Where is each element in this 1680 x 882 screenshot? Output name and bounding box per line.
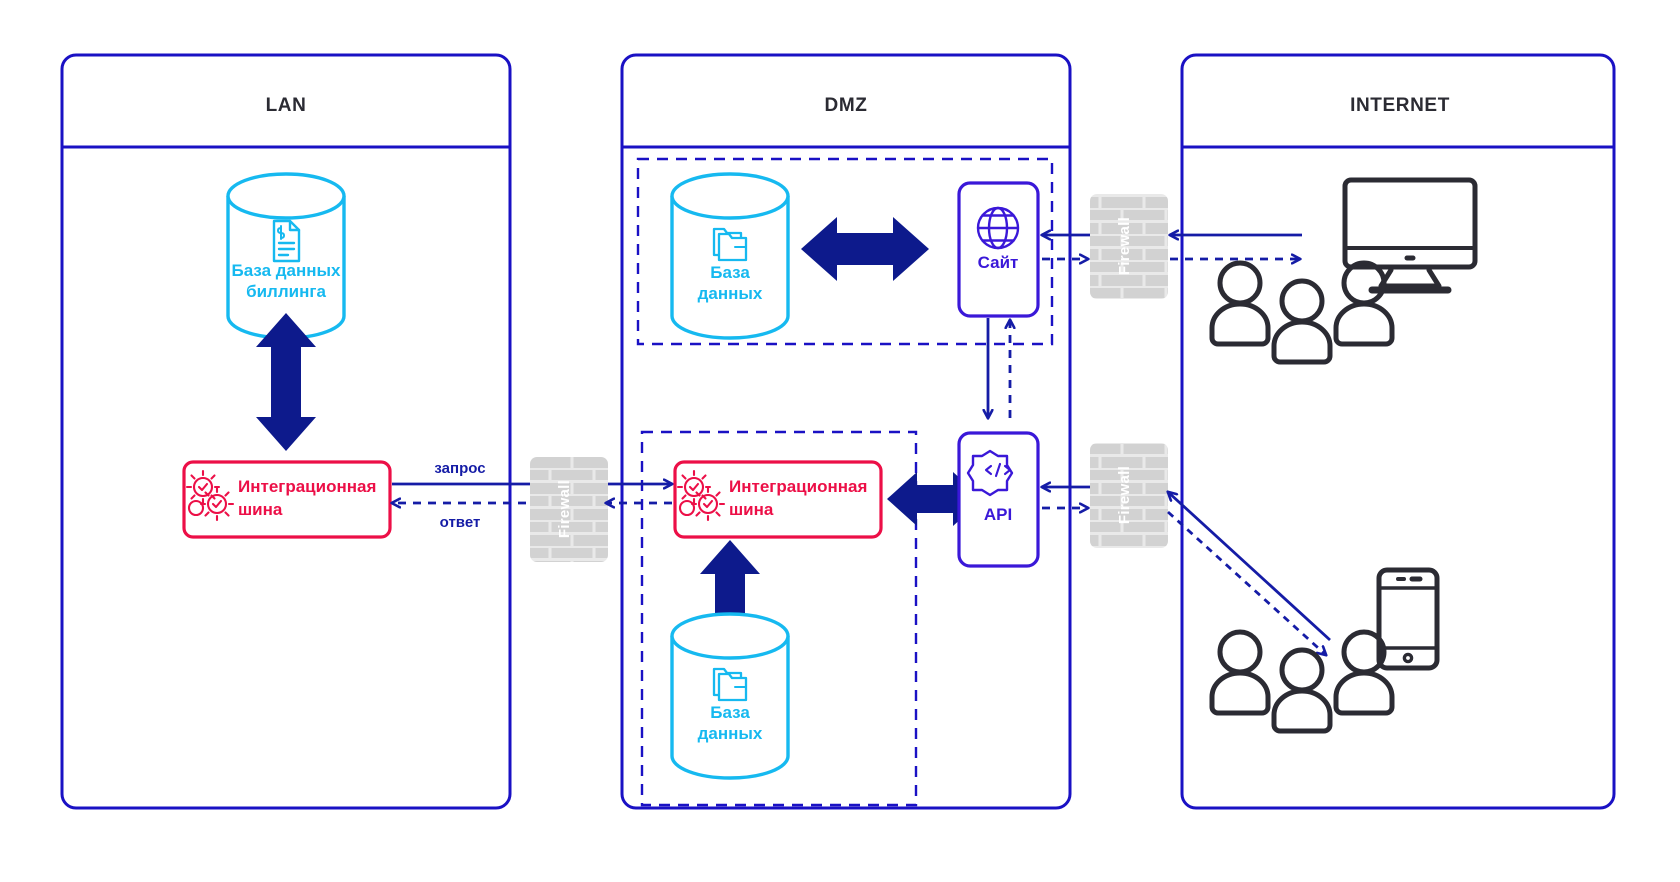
folders-icon <box>712 227 748 262</box>
firewall-site-internet-label: Firewall <box>1116 217 1133 275</box>
site-label: Сайт <box>978 253 1019 272</box>
code-badge-icon <box>966 449 1014 497</box>
edge-firewall-to-api <box>1042 487 1090 508</box>
lan-bus-label-2: шина <box>238 500 283 519</box>
node-dmz-integration-bus[interactable]: Интеграционная шина <box>673 460 883 539</box>
firewall-api-internet-label: Firewall <box>1116 466 1133 524</box>
dmz-subgroup-web <box>636 157 1054 346</box>
globe-icon <box>976 206 1020 250</box>
lan-bus-label-1: Интеграционная <box>238 477 376 496</box>
gears-icon <box>676 469 726 522</box>
user-group-icon <box>1209 260 1395 365</box>
invoice-document-icon <box>272 219 301 263</box>
firewall-lan-dmz-label: Firewall <box>556 480 573 538</box>
folders-icon <box>712 667 748 702</box>
arrow-billing-db-lan-bus <box>256 313 316 451</box>
zone-title-dmz: DMZ <box>825 95 868 116</box>
node-mobile-users[interactable] <box>1209 567 1440 734</box>
node-dmz-database-bottom[interactable]: База данных <box>670 612 790 780</box>
edge-site-api <box>988 318 1010 418</box>
billing-database-label-2: биллинга <box>246 282 326 301</box>
user-group-icon <box>1209 629 1395 734</box>
firewall-site-internet[interactable]: Firewall <box>1090 194 1168 299</box>
node-site[interactable]: Сайт <box>957 181 1040 318</box>
edge-mobile-to-firewall <box>1168 492 1331 655</box>
dmz-bus-label-2: шина <box>729 500 774 519</box>
gears-icon <box>185 469 235 522</box>
arrow-dmz-db-site <box>801 217 929 281</box>
dmz-db-bottom-label-2: данных <box>698 724 763 743</box>
node-dmz-database-top[interactable]: База данных <box>670 172 790 340</box>
edge-firewall-to-site <box>1042 235 1090 259</box>
smartphone-icon <box>1376 567 1440 671</box>
node-api[interactable]: API <box>957 431 1040 568</box>
dmz-db-bottom-label-1: База <box>710 703 750 722</box>
edge-firewall-to-dmz-bus <box>606 484 672 503</box>
dmz-bus-label-1: Интеграционная <box>729 477 867 496</box>
node-desktop-users[interactable] <box>1209 177 1478 365</box>
edge-label-request: запрос <box>434 460 485 477</box>
firewall-api-internet[interactable]: Firewall <box>1090 443 1168 548</box>
dmz-db-top-label-2: данных <box>698 284 763 303</box>
edge-desktop-to-firewall <box>1170 235 1302 259</box>
zone-panel-internet: INTERNET <box>1180 53 1616 810</box>
edge-label-response: ответ <box>440 514 481 531</box>
dmz-subgroup-integration <box>640 430 918 807</box>
firewall-lan-dmz[interactable]: Firewall <box>530 457 608 562</box>
api-label: API <box>984 505 1012 524</box>
zone-title-internet: INTERNET <box>1350 95 1450 116</box>
dmz-db-top-label-1: База <box>710 263 750 282</box>
billing-database-label-1: База данных <box>231 261 341 280</box>
zone-title-lan: LAN <box>266 95 307 116</box>
node-lan-integration-bus[interactable]: Интеграционная шина <box>182 460 392 539</box>
